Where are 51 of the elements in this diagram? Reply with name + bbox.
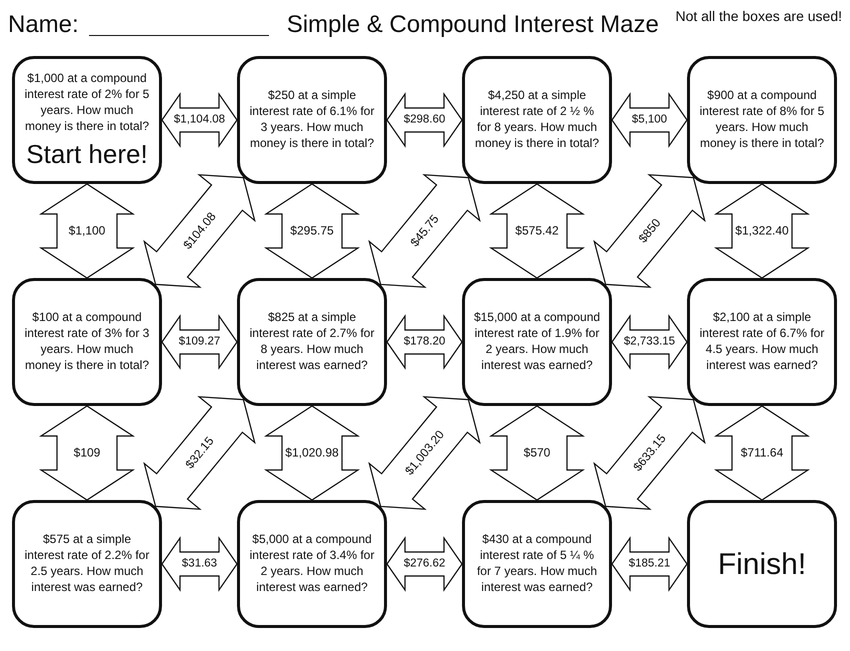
question-text: $575 at a simple interest rate of 2.2% for 2.5 years. How much interest was earned? bbox=[24, 532, 150, 596]
rounded-box bbox=[237, 56, 387, 184]
edge-label: $1,104.08 bbox=[174, 114, 226, 126]
question-text: $15,000 at a compound interest rate of 1.9% for 2 years. How much interest was earned? bbox=[473, 310, 601, 374]
question-text: $5,000 at a compound interest rate of 3.4% for 2 years. How much interest was earned? bbox=[248, 532, 376, 596]
question-text: $100 at a compound interest rate of 3% for 3 years. How much money is there in total? bbox=[24, 310, 150, 374]
question-text: $430 at a compound interest rate of 5 ¼ % for 7 years. How much interest was earned? bbox=[476, 532, 598, 596]
rounded-box bbox=[462, 56, 612, 184]
edge-label: $185.21 bbox=[628, 558, 670, 570]
question-text: $250 at a simple interest rate of 6.1% for 3 years. How much money is there in total? bbox=[248, 88, 376, 152]
edge-label: $1,020.98 bbox=[285, 446, 339, 460]
edge-label: $276.62 bbox=[404, 558, 446, 570]
edge-label: $711.64 bbox=[740, 446, 784, 460]
question-text: $900 at a compound interest rate of 8% for 5 years. How much money is there in total? bbox=[698, 88, 826, 152]
rounded-box bbox=[237, 278, 387, 406]
double-arrow bbox=[38, 183, 136, 279]
double-arrow bbox=[488, 405, 586, 501]
edge-label: $298.60 bbox=[404, 114, 446, 126]
edge-label: $109.27 bbox=[178, 336, 220, 348]
edge-label: $109 bbox=[74, 446, 100, 460]
edge-label: $2,733.15 bbox=[624, 336, 676, 348]
maze-heading: Start here! bbox=[26, 140, 148, 169]
double-arrow bbox=[38, 405, 136, 501]
double-arrow bbox=[143, 396, 256, 510]
rounded-box bbox=[687, 56, 837, 184]
rounded-box bbox=[687, 278, 837, 406]
edge-label: $31.63 bbox=[182, 558, 218, 570]
question-text: $825 at a simple interest rate of 2.7% for 8 years. How much interest was earned? bbox=[248, 310, 376, 374]
edge-label: $570 bbox=[524, 446, 550, 460]
instruction-note: Not all the boxes are used! bbox=[675, 8, 842, 24]
rounded-box bbox=[12, 500, 162, 628]
rounded-box bbox=[237, 500, 387, 628]
rounded-box bbox=[462, 500, 612, 628]
question-text: $2,100 at a simple interest rate of 6.7% for 4.5 years. How much interest was earned? bbox=[698, 310, 826, 374]
rounded-box bbox=[12, 278, 162, 406]
double-arrow bbox=[368, 174, 481, 288]
name-label: Name: bbox=[8, 10, 79, 40]
worksheet-title: Simple & Compound Interest Maze bbox=[286, 10, 659, 40]
edge-label: $295.75 bbox=[290, 224, 334, 238]
rounded-box bbox=[687, 500, 837, 628]
edge-label: $575.42 bbox=[515, 224, 559, 238]
edge-label: $1,322.40 bbox=[735, 224, 789, 238]
edge-label: $1,100 bbox=[68, 224, 106, 238]
edge-label: $5,100 bbox=[632, 114, 668, 126]
double-arrow bbox=[593, 174, 706, 288]
question-text: $1,000 at a compound interest rate of 2% for 5 years. How much money is there in total? bbox=[24, 71, 150, 134]
edge-label: $178.20 bbox=[404, 336, 446, 348]
maze-heading: Finish! bbox=[718, 548, 806, 580]
rounded-box bbox=[12, 56, 162, 184]
rounded-box bbox=[462, 278, 612, 406]
question-text: $4,250 at a simple interest rate of 2 ½ % for 8 years. How much money is there in total? bbox=[474, 88, 600, 152]
